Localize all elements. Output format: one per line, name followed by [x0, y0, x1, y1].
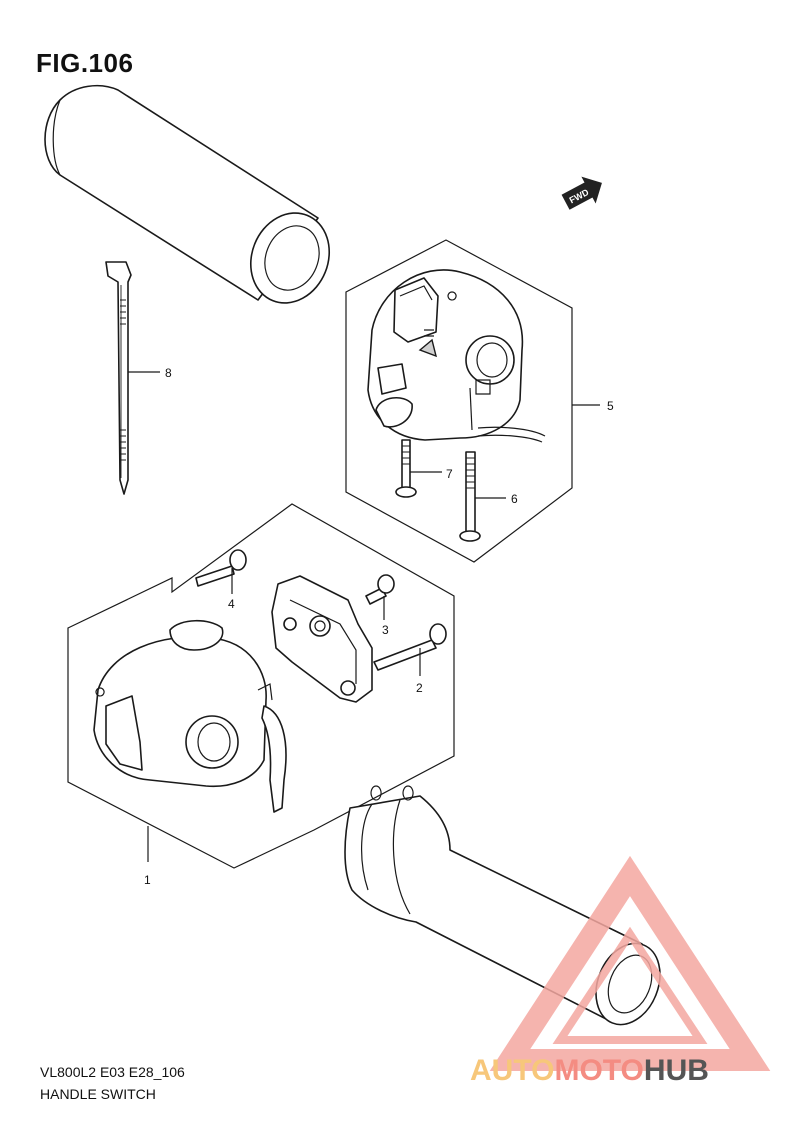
- callout-8: 8: [165, 366, 172, 380]
- section-name: HANDLE SWITCH: [40, 1086, 156, 1102]
- watermark-logo-text: AUTOMOTOHUB: [470, 1054, 709, 1087]
- left-handlebar-grip: [44, 84, 331, 304]
- watermark-auto: AUTO: [470, 1054, 554, 1087]
- switch-screw-long: [459, 451, 481, 542]
- callout-2: 2: [416, 681, 423, 695]
- figure-title: FIG.106: [36, 48, 134, 78]
- switch-clamp-bracket: [271, 575, 373, 703]
- cable-tie: [105, 261, 132, 495]
- right-handle-switch-housing: [367, 269, 546, 443]
- switch-screw-short: [395, 439, 417, 498]
- watermark-moto: MOTO: [554, 1054, 643, 1087]
- callout-1: 1: [144, 873, 151, 887]
- throttle-grip: [344, 785, 661, 1026]
- screw-3: [365, 574, 395, 605]
- fwd-direction-arrow: FWD: [561, 176, 602, 210]
- screw-4: [195, 549, 247, 587]
- screw-2: [373, 623, 447, 671]
- model-code: VL800L2 E03 E28_106: [40, 1064, 185, 1080]
- callout-6: 6: [511, 492, 518, 506]
- callout-4: 4: [228, 597, 235, 611]
- left-switch-group-box: [67, 503, 455, 869]
- automotohub-logo-triangle: [489, 855, 771, 1071]
- callout-5: 5: [607, 399, 614, 413]
- watermark-hub: HUB: [644, 1054, 709, 1087]
- left-handle-switch-housing: [93, 619, 287, 813]
- right-switch-group-box: [345, 239, 573, 563]
- callout-3: 3: [382, 623, 389, 637]
- callout-7: 7: [446, 467, 453, 481]
